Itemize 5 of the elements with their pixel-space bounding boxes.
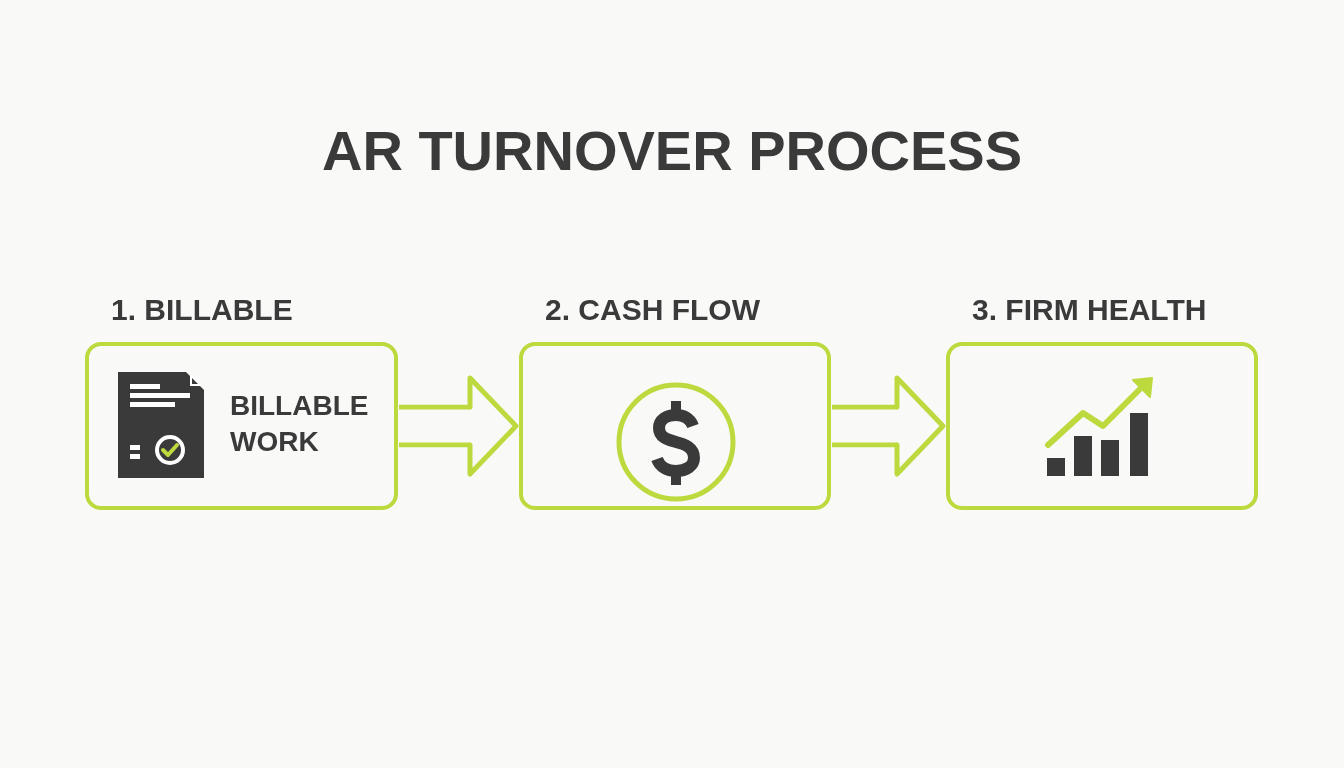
step-heading: 3. FIRM HEALTH [972, 292, 1207, 328]
step-text: BILLABLE WORK [230, 389, 370, 459]
step-heading: 2. CASH FLOW [545, 292, 760, 328]
step-heading: 1. BILLABLE [111, 292, 293, 328]
diagram-title: AR TURNOVER PROCESS [320, 119, 1024, 183]
